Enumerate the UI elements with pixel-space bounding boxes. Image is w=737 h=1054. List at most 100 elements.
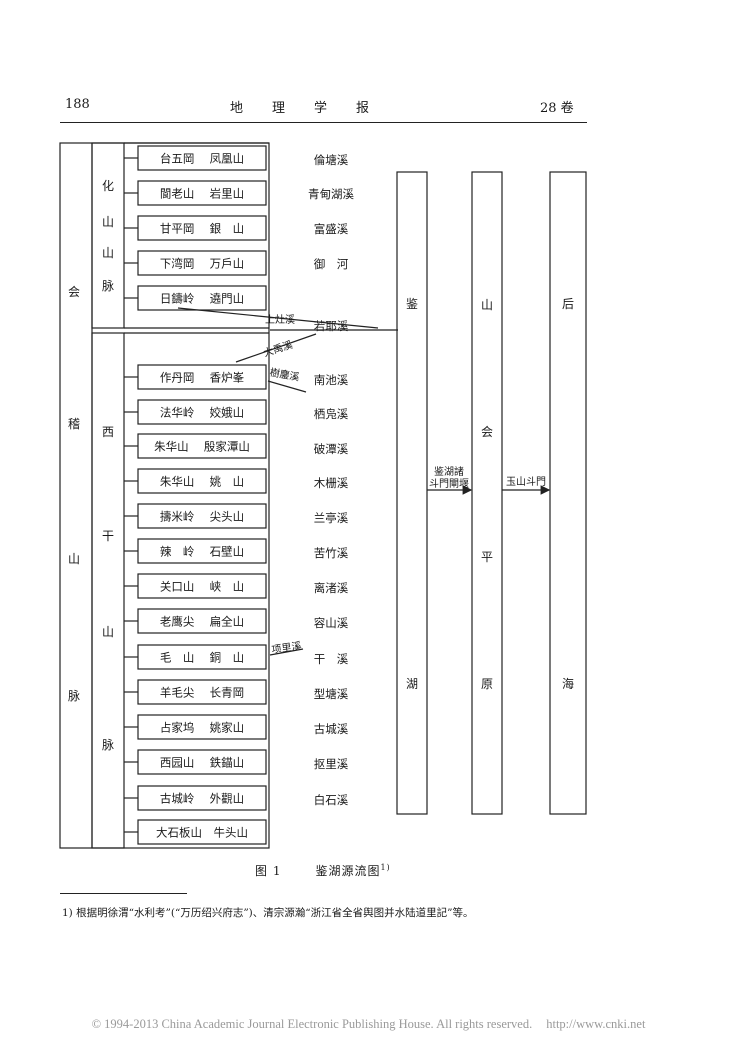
stream-label: 木栅溪 xyxy=(314,476,349,490)
footnote-rule xyxy=(60,893,187,894)
peak-label: 羊毛尖 长青岡 xyxy=(160,686,244,700)
journal-title: 地 理 学 报 xyxy=(230,101,371,116)
stream-label: 富盛溪 xyxy=(314,222,349,236)
range-char: 山 xyxy=(68,552,80,566)
stream-label: 南池溪 xyxy=(314,373,349,387)
peak-label: 擣米岭 尖头山 xyxy=(160,510,244,524)
peak-box: 日鑄岭 遶門山 xyxy=(124,285,267,311)
stream-label: 青甸湖溪 xyxy=(308,187,354,201)
peak-box: 閬老山 岩里山 xyxy=(124,180,267,206)
volume-label: 28 卷 xyxy=(540,101,574,116)
range-outline xyxy=(59,142,270,849)
peak-box: 毛 山 銅 山 xyxy=(124,644,267,670)
lake-gate-label: 鉴湖諸 xyxy=(434,465,464,478)
kuaiji-range-box xyxy=(59,142,270,849)
peak-box: 朱华山 姚 山 xyxy=(124,468,267,494)
stream-label: 离渚溪 xyxy=(314,581,349,595)
figure-number: 图 1 xyxy=(255,864,282,878)
sub-range-char: 西 xyxy=(102,425,114,439)
peak-box: 关口山 峡 山 xyxy=(124,573,267,599)
lake-gate-label: 斗門閘堰 xyxy=(429,478,469,490)
peak-label: 老鹰尖 扁全山 xyxy=(160,615,244,629)
range-char: 稽 xyxy=(68,416,80,431)
sub-range-char: 山 xyxy=(102,215,114,229)
range-char: 会 xyxy=(68,285,80,299)
branch-label: 樹鏖溪 xyxy=(269,366,301,384)
peak-box: 大石板山 牛头山 xyxy=(124,819,267,845)
stream-label: 破潭溪 xyxy=(314,442,349,456)
peak-label: 关口山 峡 山 xyxy=(160,580,244,594)
stream-label: 古城溪 xyxy=(314,722,349,736)
figure-caption: 图 1 鉴湖源流图1) xyxy=(255,862,391,879)
sub-range-box xyxy=(91,332,125,849)
peak-box: 台五岡 凤凰山 xyxy=(124,145,267,171)
peak-label: 辣 岭 石壁山 xyxy=(160,545,244,559)
peak-box: 老鹰尖 扁全山 xyxy=(124,608,267,634)
branch-label: 项里溪 xyxy=(271,640,302,656)
peak-label: 西园山 鉄錨山 xyxy=(160,756,244,770)
peak-label: 作丹岡 香炉峯 xyxy=(160,371,245,385)
stream-label: 栖凫溪 xyxy=(314,407,349,421)
peak-box: 作丹岡 香炉峯 xyxy=(124,364,267,390)
page-number: 188 xyxy=(65,97,90,112)
stream-label: 苦竹溪 xyxy=(314,546,349,560)
column-char: 会 xyxy=(481,425,493,439)
figure-note-mark: 1) xyxy=(380,863,391,872)
peak-box: 辣 岭 石壁山 xyxy=(124,538,267,564)
peak-box: 占家坞 姚家山 xyxy=(124,714,267,740)
range-char: 脉 xyxy=(68,688,80,703)
figure-title: 鉴湖源流图 xyxy=(315,864,381,878)
jianhu-lake-column: 鉴湖 xyxy=(396,171,428,815)
peak-label: 朱华山 殷家潭山 xyxy=(154,440,250,454)
stream-label: 兰亭溪 xyxy=(314,511,349,525)
sub-range-char: 山 xyxy=(102,246,114,260)
peak-label: 古城岭 外觀山 xyxy=(160,792,244,806)
peak-label: 日鑄岭 遶門山 xyxy=(160,292,244,306)
stream-label: 若耶溪 xyxy=(314,319,349,333)
stream-label: 型塘溪 xyxy=(314,687,349,701)
shuao-branch-line xyxy=(267,380,307,393)
peak-label: 下湾岡 万戶山 xyxy=(160,257,244,271)
column-char: 平 xyxy=(481,550,493,564)
stream-label: 白石溪 xyxy=(314,793,349,807)
sub-range-char: 脉 xyxy=(102,278,114,293)
branch-label: 大禹溪 xyxy=(262,338,295,360)
sub-range-char: 山 xyxy=(102,625,114,639)
plain-gate-label: 玉山斗門 xyxy=(506,476,546,488)
stream-label: 倫塘溪 xyxy=(314,153,349,167)
column-char: 后 xyxy=(562,297,574,311)
stream-label: 容山溪 xyxy=(314,616,349,630)
peak-box: 下湾岡 万戶山 xyxy=(124,250,267,276)
peak-box: 羊毛尖 长青岡 xyxy=(124,679,267,705)
peak-label: 朱华山 姚 山 xyxy=(160,475,244,489)
peak-box: 擣米岭 尖头山 xyxy=(124,503,267,529)
sub-range-char: 干 xyxy=(102,529,114,543)
stream-label: 干 溪 xyxy=(314,652,349,666)
shangzao-branch-line xyxy=(177,307,379,329)
houhai-sea-column: 后海 xyxy=(549,171,587,815)
column-char: 山 xyxy=(481,298,493,312)
copyright-line: © 1994-2013 China Academic Journal Elect… xyxy=(0,1017,737,1032)
stream-label: 御 河 xyxy=(314,257,349,271)
footnote: 1) 根据明徐渭“水利考”(“万历绍兴府志”)、清宗源瀚“浙江省全省舆图并水陆道… xyxy=(62,907,474,919)
sub-range-box xyxy=(91,142,125,329)
column-char: 海 xyxy=(562,676,574,691)
source-url: http://www.cnki.net xyxy=(546,1017,646,1031)
peak-box: 法华岭 姣娥山 xyxy=(124,399,267,425)
peak-label: 台五岡 凤凰山 xyxy=(160,152,244,166)
peak-label: 閬老山 岩里山 xyxy=(160,187,244,201)
sub-range-char: 脉 xyxy=(102,737,114,752)
sub-range-char: 化 xyxy=(102,179,114,193)
xiangli-branch-line xyxy=(269,648,304,656)
peak-box: 甘平岡 銀 山 xyxy=(124,215,267,241)
copyright-text: © 1994-2013 China Academic Journal Elect… xyxy=(91,1017,533,1031)
peak-box: 朱华山 殷家潭山 xyxy=(124,433,267,459)
